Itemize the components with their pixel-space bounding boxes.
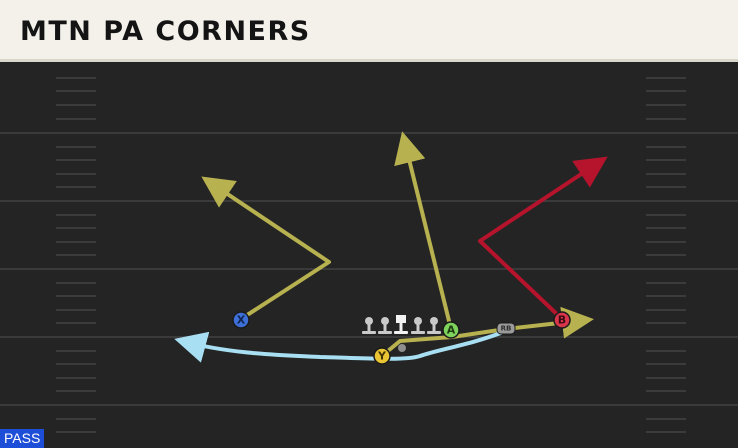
route-rb-swing xyxy=(174,329,507,363)
player-rb[interactable]: RB xyxy=(496,322,516,335)
lineman-icon xyxy=(378,317,392,334)
play-type-badge: PASS xyxy=(0,429,45,448)
player-x-label: X xyxy=(237,314,246,327)
play-diagram: X A B Y RB xyxy=(0,77,738,433)
lineman-icon xyxy=(362,317,376,334)
player-y[interactable]: Y xyxy=(373,347,391,365)
route-a xyxy=(394,131,453,330)
center-icon xyxy=(394,315,408,334)
quarterback-icon xyxy=(398,344,406,352)
play-title: MTN PA CORNERS xyxy=(20,16,311,47)
player-a[interactable]: A xyxy=(442,321,460,339)
football-field: X A B Y RB xyxy=(0,65,738,448)
player-y-label: Y xyxy=(377,350,387,363)
player-b-label: B xyxy=(558,314,566,327)
player-b[interactable]: B xyxy=(553,311,571,329)
offensive-line xyxy=(362,315,441,334)
route-b xyxy=(478,156,608,321)
player-rb-label: RB xyxy=(501,325,512,333)
player-a-label: A xyxy=(447,324,456,337)
route-x xyxy=(201,176,331,321)
player-x[interactable]: X xyxy=(232,311,250,329)
hash-marks-left xyxy=(56,77,96,433)
yard-lines xyxy=(0,132,738,406)
lineman-icon xyxy=(427,317,441,334)
hash-marks-right xyxy=(646,77,686,433)
lineman-icon xyxy=(411,317,425,334)
play-header: MTN PA CORNERS xyxy=(0,0,738,62)
